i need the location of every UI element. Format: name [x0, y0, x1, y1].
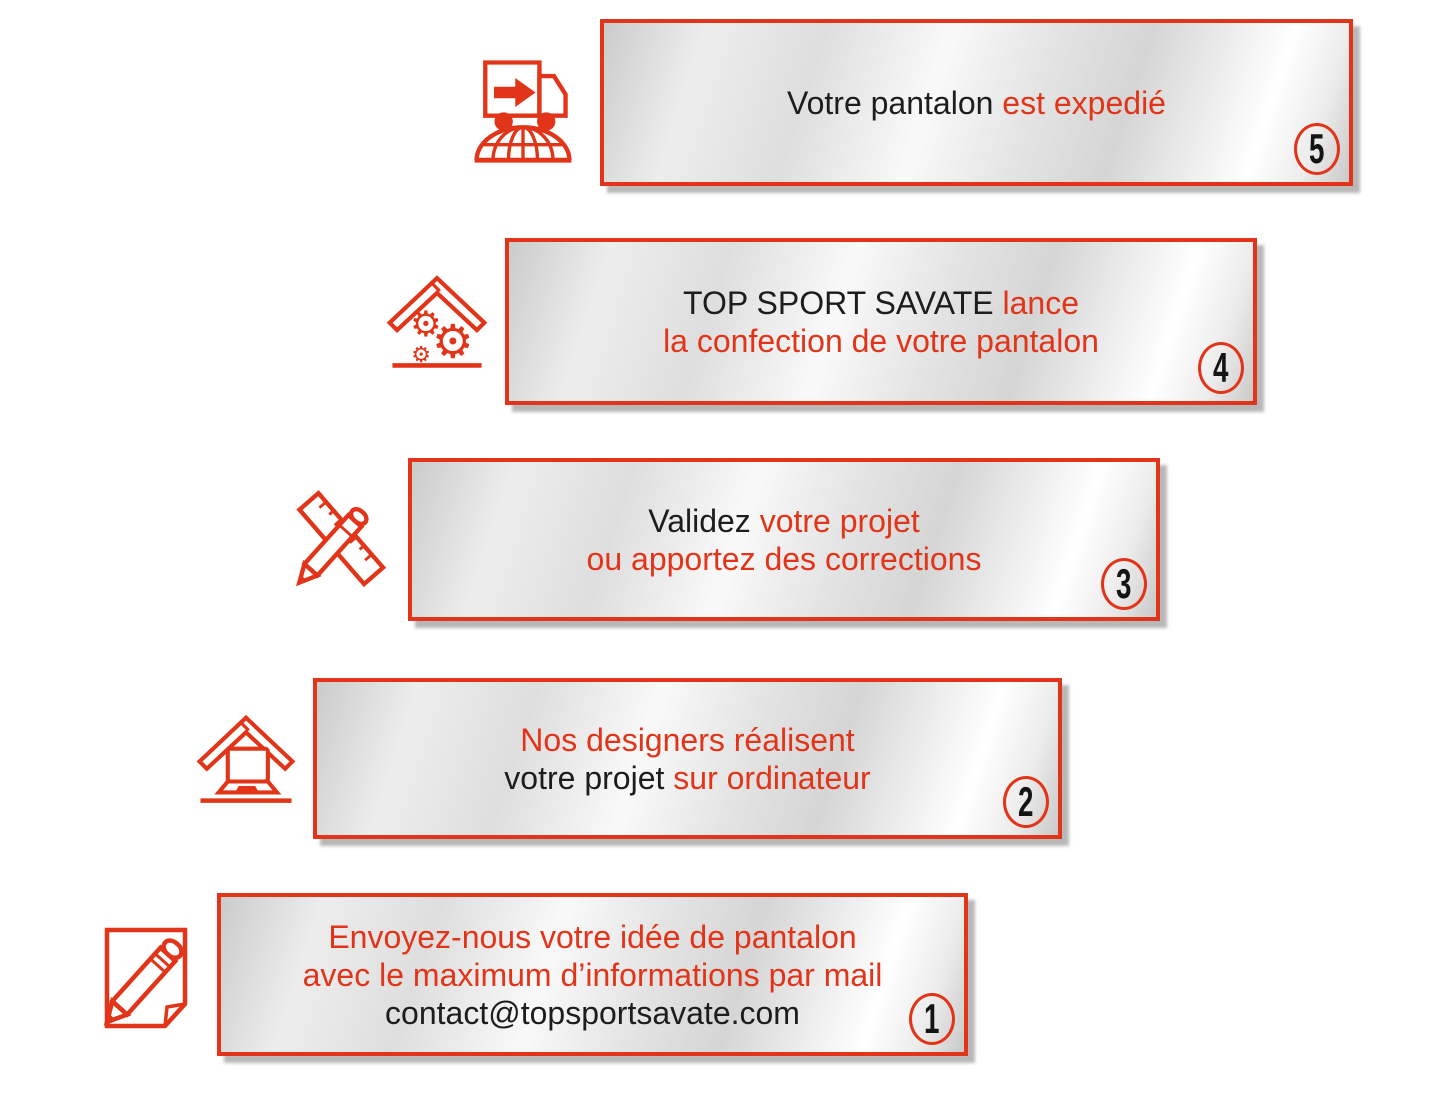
step-1-text-line-1: Envoyez-nous votre idée de pantalon [328, 918, 856, 956]
step-number-badge: 3 [1101, 558, 1147, 610]
step-banner-1: Envoyez-nous votre idée de pantalon avec… [217, 893, 968, 1056]
step-4-text-line-2: la confection de votre pantalon [663, 322, 1099, 360]
step-3-text-line-1: Validez votre projet [648, 502, 920, 540]
step-text-segment: Envoyez-nous votre idée de pantalon [328, 918, 857, 955]
workshop-roof-laptop-icon [195, 706, 297, 806]
step-text-segment: Nos designers réalisent [520, 721, 855, 758]
step-2-text-line-1: Nos designers réalisent [520, 721, 854, 759]
step-number-badge: 2 [1003, 776, 1049, 828]
svg-text:⚙: ⚙ [411, 342, 431, 368]
ruler-pencil-icon [285, 486, 387, 600]
step-text-segment: avec le maximum d’informations par mail [302, 956, 883, 993]
step-1-text-line-2: avec le maximum d’informations par mail [303, 956, 883, 994]
step-number: 4 [1213, 344, 1229, 391]
step-text-segment: Votre pantalon [787, 84, 1003, 121]
delivery-truck-globe-icon [467, 48, 579, 166]
step-banner-4: TOP SPORT SAVATE lance la confection de … [505, 238, 1257, 405]
step-2-text-line-2: votre projet sur ordinateur [504, 759, 870, 797]
workshop-roof-gears-icon: ⚙ ⚙ ⚙ [385, 266, 489, 372]
step-text-segment: votre projet [759, 502, 920, 539]
step-number: 2 [1018, 778, 1034, 825]
svg-text:⚙: ⚙ [432, 314, 474, 368]
step-banner-2: Nos designers réalisent votre projet sur… [313, 678, 1062, 839]
step-number-badge: 1 [909, 993, 955, 1045]
step-number: 1 [924, 995, 940, 1042]
svg-text:⚙: ⚙ [410, 304, 442, 345]
note-pencil-icon [95, 918, 201, 1042]
step-number: 5 [1309, 125, 1325, 172]
step-text-segment: est expedié [1002, 84, 1166, 121]
step-1-text-line-3: contact@topsportsavate.com [385, 994, 800, 1032]
step-text-segment: lance [1002, 284, 1080, 321]
step-text-segment: contact@topsportsavate.com [385, 994, 800, 1031]
step-text-segment: la confection de votre pantalon [663, 322, 1099, 359]
step-text-segment: TOP SPORT SAVATE [682, 284, 1003, 321]
step-text-segment: sur ordinateur [673, 759, 871, 796]
step-number-badge: 4 [1198, 342, 1244, 394]
step-5-text-line-1: Votre pantalon est expedié [787, 84, 1166, 122]
step-text-segment: ou apportez des corrections [586, 540, 982, 577]
step-4-text-line-1: TOP SPORT SAVATE lance [683, 284, 1079, 322]
step-number: 3 [1116, 560, 1132, 607]
step-number-badge: 5 [1294, 123, 1340, 175]
step-3-text-line-2: ou apportez des corrections [587, 540, 982, 578]
step-banner-3: Validez votre projet ou apportez des cor… [408, 458, 1160, 621]
step-text-segment: Validez [648, 502, 760, 539]
step-text-segment: votre projet [504, 759, 674, 796]
step-banner-5: Votre pantalon est expedié 5 [600, 19, 1353, 186]
